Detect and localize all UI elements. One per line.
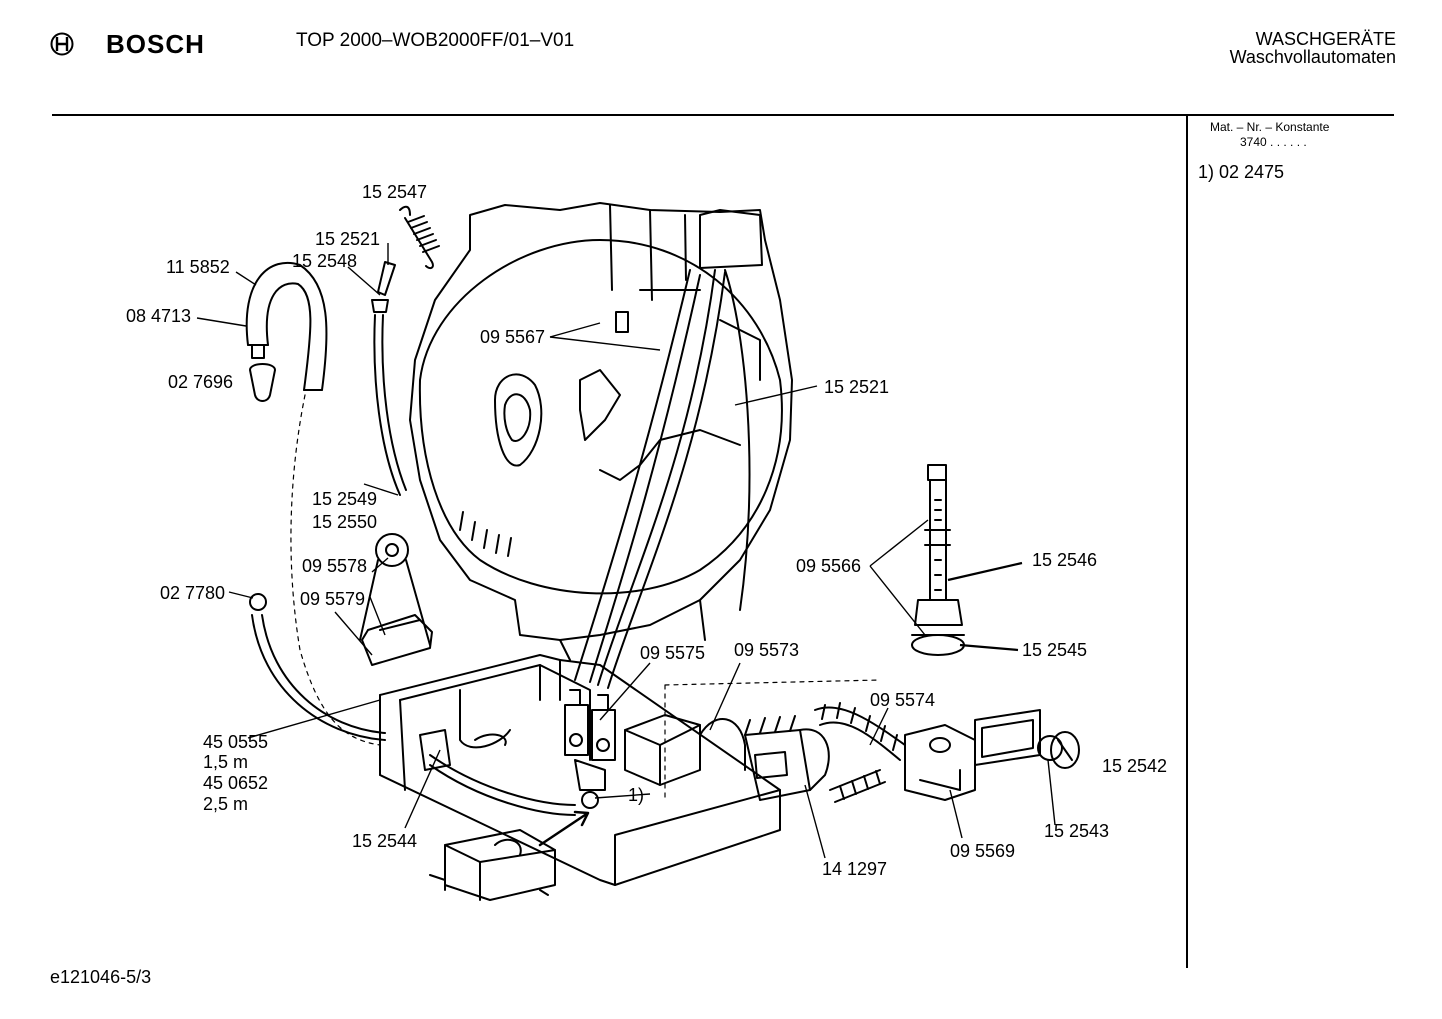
inlet-hose-connector (249, 593, 267, 611)
tub-housing-illustration (409, 202, 793, 661)
brand-name: BOSCH (106, 29, 205, 59)
part-label-152544: 15 2544 (352, 831, 418, 851)
part-label-095574: 09 5574 (870, 690, 936, 710)
part-label-length-25m: 2,5 m (203, 794, 249, 814)
spring-illustration (399, 205, 434, 270)
part-label-095578: 09 5578 (302, 556, 368, 576)
drain-pump-illustration (744, 729, 811, 801)
part-label-450652: 45 0652 (203, 773, 269, 793)
inlet-hose-b (597, 269, 716, 686)
part-label-152545: 15 2545 (1022, 640, 1088, 660)
base-frame-illustration (379, 654, 781, 886)
part-label-152548: 15 2548 (292, 251, 358, 271)
part-label-152521-hose: 15 2521 (824, 377, 890, 397)
connecting-pipe (429, 754, 576, 806)
shock-absorber-illustration (927, 464, 947, 481)
part-label-footnote-1: 1) (628, 785, 645, 805)
part-label-095573: 09 5573 (734, 640, 800, 660)
part-label-095566: 09 5566 (796, 556, 862, 576)
pressure-hose (373, 314, 401, 496)
part-label-152546: 15 2546 (1032, 550, 1098, 570)
part-label-length-15m: 1,5 m (203, 752, 249, 772)
document-code: e121046-5/3 (50, 967, 152, 987)
part-label-152547: 15 2547 (362, 182, 428, 202)
footnote-part-number: 1) 02 2475 (1198, 162, 1285, 182)
bosch-logo-icon (50, 32, 74, 56)
leader-lines (196, 243, 1056, 859)
part-label-095579: 09 5579 (300, 589, 366, 609)
material-constant: 3740 . . . . . . (1240, 135, 1307, 149)
side-panel-divider (1186, 116, 1188, 968)
part-label-095567: 09 5567 (480, 327, 546, 347)
cap-illustration (249, 363, 276, 402)
part-label-095575: 09 5575 (640, 643, 706, 663)
pressure-switch-illustration (375, 533, 409, 567)
part-label-152549: 15 2549 (312, 489, 378, 509)
category-title: WASCHGERÄTE (1255, 29, 1396, 49)
inlet-hose-a (574, 269, 691, 681)
drain-hose-illustration (245, 261, 328, 391)
corrugated-hose-illustration (814, 706, 906, 761)
filter-housing-illustration (904, 724, 976, 801)
part-label-115852: 11 5852 (166, 257, 230, 277)
part-label-152550: 15 2550 (312, 512, 378, 532)
inlet-hose-illustration (251, 614, 386, 741)
part-label-027780: 02 7780 (160, 583, 226, 603)
part-label-027696: 02 7696 (168, 372, 234, 392)
category-subtitle: Waschvollautomaten (1229, 47, 1396, 67)
detergent-drawer-illustration (624, 714, 701, 786)
part-label-141297: 14 1297 (822, 859, 888, 879)
vent-hose (724, 269, 751, 611)
model-title: TOP 2000–WOB2000FF/01–V01 (296, 30, 575, 51)
filter-cap-illustration (1037, 735, 1063, 761)
part-label-095569: 09 5569 (950, 841, 1016, 861)
part-label-450555: 45 0555 (203, 732, 269, 752)
part-label-152542: 15 2542 (1102, 756, 1168, 776)
part-label-152521-clip: 15 2521 (315, 229, 381, 249)
part-label-084713: 08 4713 (126, 306, 192, 326)
header-divider (52, 114, 1394, 116)
part-label-152543: 15 2543 (1044, 821, 1110, 841)
material-number-heading: Mat. – Nr. – Konstante (1210, 120, 1330, 134)
